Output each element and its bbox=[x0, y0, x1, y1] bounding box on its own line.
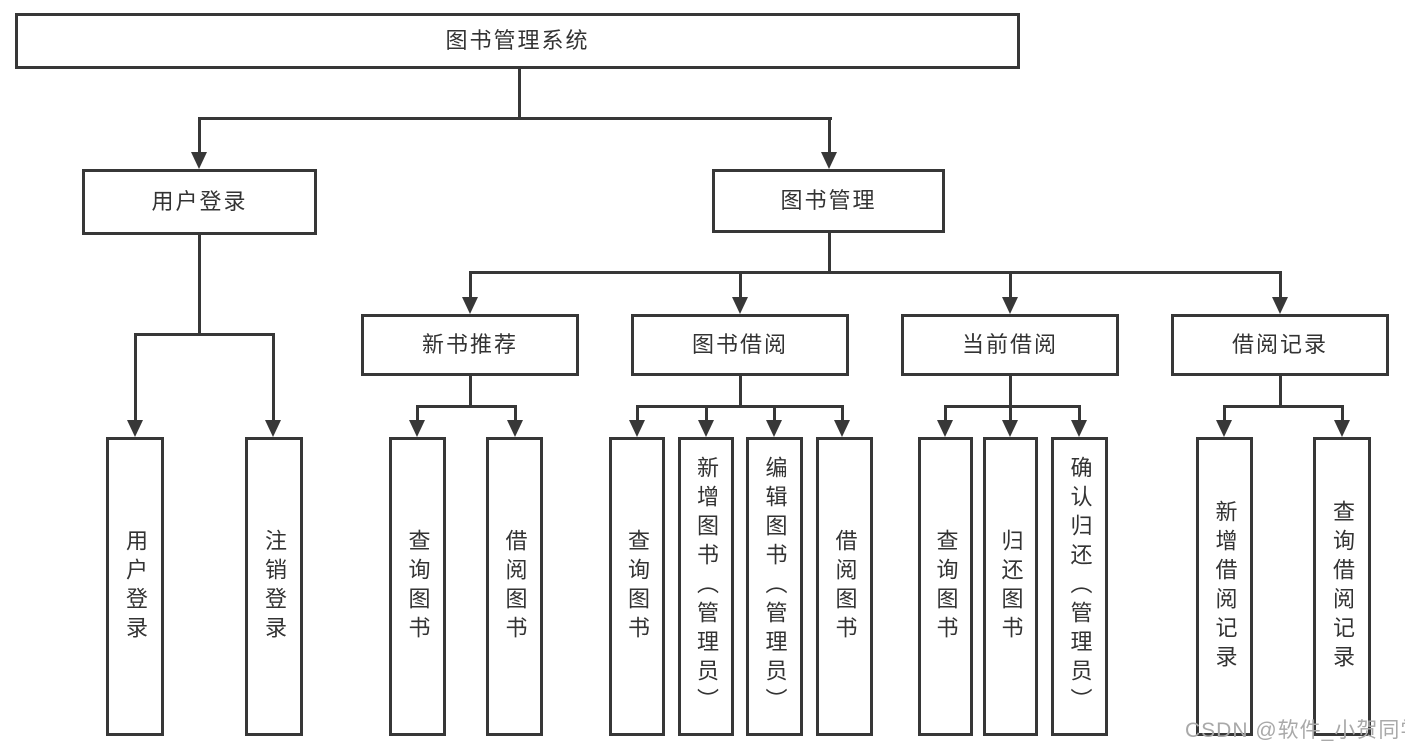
borrow-records-stem-line bbox=[1278, 376, 1282, 408]
arrow-shaft-leaf-logout bbox=[271, 333, 275, 420]
arrow-shaft-rec-query-book bbox=[415, 405, 419, 420]
leaf-bb-add-book-admin: 新增图书（管理员） bbox=[678, 437, 734, 736]
leaf-rec-borrow-book: 借阅图书 bbox=[486, 437, 543, 736]
arrowhead-leaf-logout bbox=[265, 420, 281, 437]
root-stem-line bbox=[517, 69, 521, 118]
arrowhead-user-login bbox=[191, 152, 207, 169]
leaf-cb-query-book: 查询图书 bbox=[918, 437, 973, 736]
arrowhead-book-borrow bbox=[732, 297, 748, 314]
arrowhead-rec-borrow-book bbox=[507, 420, 523, 437]
arrow-shaft-rec-borrow-book bbox=[513, 405, 517, 420]
leaf-br-query-record: 查询借阅记录 bbox=[1313, 437, 1371, 736]
borrow-records-branch-line bbox=[1222, 405, 1344, 408]
arrowhead-borrow-records bbox=[1272, 297, 1288, 314]
arrow-shaft-bb-borrow-book bbox=[840, 405, 844, 420]
arrow-shaft-bb-edit-book bbox=[772, 405, 776, 420]
arrow-shaft-bb-query-book bbox=[635, 405, 639, 420]
leaf-rec-query-book: 查询图书 bbox=[389, 437, 446, 736]
current-borrow-branch-line bbox=[943, 405, 1081, 408]
arrowhead-bb-edit-book bbox=[766, 420, 782, 437]
csdn-watermark: CSDN @软件_小贺同学 bbox=[1185, 719, 1405, 742]
arrowhead-bb-query-book bbox=[629, 420, 645, 437]
leaf-bb-query-book: 查询图书 bbox=[609, 437, 665, 736]
new-book-recommend-branch-line bbox=[415, 405, 517, 408]
arrow-shaft-book-borrow bbox=[738, 271, 742, 297]
node-book-borrow: 图书借阅 bbox=[631, 314, 849, 376]
leaf-bb-borrow-book: 借阅图书 bbox=[816, 437, 873, 736]
root-branch-line bbox=[197, 117, 832, 120]
arrow-shaft-br-query-record bbox=[1340, 405, 1344, 420]
arrow-shaft-new-book-recommend bbox=[468, 271, 472, 297]
arrow-shaft-book-management bbox=[827, 117, 831, 152]
node-user-login: 用户登录 bbox=[82, 169, 317, 235]
arrowhead-current-borrow bbox=[1002, 297, 1018, 314]
node-new-book-recommend: 新书推荐 bbox=[361, 314, 579, 376]
user-login-stem-line bbox=[197, 235, 201, 335]
node-borrow-records: 借阅记录 bbox=[1171, 314, 1389, 376]
node-root: 图书管理系统 bbox=[15, 13, 1020, 69]
arrow-shaft-cb-confirm-return bbox=[1077, 405, 1081, 420]
node-book-management: 图书管理 bbox=[712, 169, 945, 233]
book-borrow-branch-line bbox=[635, 405, 844, 408]
current-borrow-stem-line bbox=[1008, 376, 1012, 408]
leaf-user-login: 用户登录 bbox=[106, 437, 164, 736]
arrow-shaft-bb-add-book bbox=[704, 405, 708, 420]
arrow-shaft-cb-query-book bbox=[943, 405, 947, 420]
arrowhead-rec-query-book bbox=[409, 420, 425, 437]
arrowhead-cb-return-book bbox=[1002, 420, 1018, 437]
arrow-shaft-leaf-user-login bbox=[133, 333, 137, 420]
new-book-recommend-stem-line bbox=[468, 376, 472, 408]
leaf-br-add-record: 新增借阅记录 bbox=[1196, 437, 1253, 736]
arrowhead-br-add-record bbox=[1216, 420, 1232, 437]
arrowhead-bb-add-book bbox=[698, 420, 714, 437]
arrowhead-bb-borrow-book bbox=[834, 420, 850, 437]
user-login-branch-line bbox=[133, 333, 275, 336]
arrowhead-br-query-record bbox=[1334, 420, 1350, 437]
arrowhead-leaf-user-login bbox=[127, 420, 143, 437]
arrow-shaft-user-login bbox=[197, 117, 201, 152]
arrowhead-new-book-recommend bbox=[462, 297, 478, 314]
leaf-cb-return-book: 归还图书 bbox=[983, 437, 1038, 736]
arrow-shaft-cb-return-book bbox=[1008, 405, 1012, 420]
arrowhead-book-management bbox=[821, 152, 837, 169]
arrow-shaft-borrow-records bbox=[1278, 271, 1282, 297]
arrowhead-cb-query-book bbox=[937, 420, 953, 437]
book-management-stem-line bbox=[827, 233, 831, 273]
arrow-shaft-current-borrow bbox=[1008, 271, 1012, 297]
leaf-bb-edit-book-admin: 编辑图书（管理员） bbox=[746, 437, 803, 736]
arrow-shaft-br-add-record bbox=[1222, 405, 1226, 420]
leaf-cb-confirm-return-admin: 确认归还（管理员） bbox=[1051, 437, 1108, 736]
leaf-logout: 注销登录 bbox=[245, 437, 303, 736]
book-management-branch-line bbox=[468, 271, 1282, 274]
node-current-borrow: 当前借阅 bbox=[901, 314, 1119, 376]
arrowhead-cb-confirm-return bbox=[1071, 420, 1087, 437]
book-borrow-stem-line bbox=[738, 376, 742, 408]
